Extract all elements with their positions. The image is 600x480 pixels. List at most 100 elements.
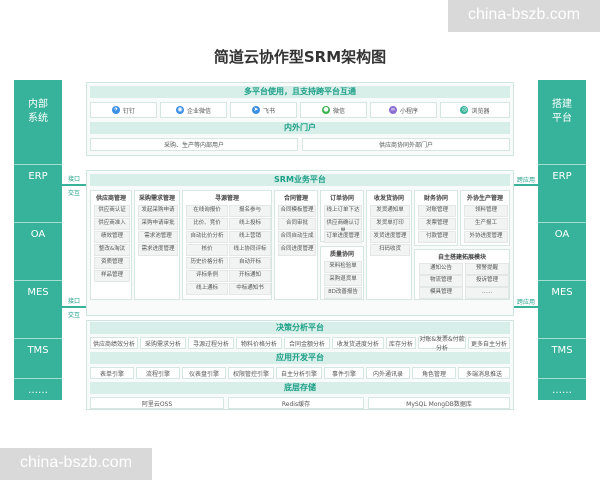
module-purchase-demand: 采购需求管理 发起采购申请 采购申请审批 需求池管理 需求进度管理 bbox=[134, 190, 180, 300]
platform-miniprogram: ∞ 小程序 bbox=[370, 102, 437, 118]
platform-dingtalk: ✈ 钉钉 bbox=[90, 102, 157, 118]
module-item: 合同模板管理 bbox=[278, 205, 316, 217]
platform-browser: ◎ 浏览器 bbox=[440, 102, 510, 118]
dev-item: 内外通讯录 bbox=[366, 367, 410, 379]
module-item: 线上通标 bbox=[186, 283, 228, 295]
module-title: 供应商管理 bbox=[95, 195, 126, 202]
multi-platform-band: 多平台使用，且支持跨平台互通 bbox=[90, 86, 510, 98]
module-item: 需求池管理 bbox=[138, 231, 178, 243]
left-bottom-arrow-label-2: 交互 bbox=[67, 312, 80, 319]
module-item: 通知公告 bbox=[419, 263, 463, 275]
module-item: …… bbox=[465, 287, 509, 299]
module-title: 外协生产管理 bbox=[466, 195, 503, 202]
module-item: 预警提醒 bbox=[465, 263, 509, 275]
wecom-icon: ◉ bbox=[175, 106, 184, 114]
left-panel-head-2: 系统 bbox=[28, 113, 48, 124]
module-item: 生产报工 bbox=[464, 218, 508, 230]
module-title: 质量协同 bbox=[329, 251, 354, 258]
dev-item: 仪表盘引擎 bbox=[182, 367, 226, 379]
browser-icon: ◎ bbox=[460, 106, 469, 114]
right-item-erp: ERP bbox=[538, 164, 586, 182]
right-bottom-arrow-label: 跨应用 bbox=[516, 299, 535, 306]
module-item: 线上协同评标 bbox=[229, 244, 271, 256]
platform-label: 小程序 bbox=[399, 107, 418, 115]
dev-item: 角色管理 bbox=[412, 367, 456, 379]
left-top-arrow-label-2: 交互 bbox=[67, 190, 80, 197]
module-item: 供应商认证 bbox=[94, 205, 130, 217]
module-item: 对账管理 bbox=[418, 205, 456, 217]
platform-label: 飞书 bbox=[262, 107, 275, 115]
module-item: 来料检验单 bbox=[324, 261, 362, 273]
portal-external: 供应商协同外部门户 bbox=[302, 138, 510, 151]
module-title: 收发货协同 bbox=[373, 195, 404, 202]
module-item: 供应商准入 bbox=[94, 218, 130, 230]
dev-item: 权限管控引擎 bbox=[228, 367, 274, 379]
platform-label: 微信 bbox=[332, 107, 345, 115]
analysis-item: 寻源过程分析 bbox=[188, 337, 234, 349]
left-top-arrow-label-1: 接口 bbox=[67, 176, 80, 183]
watermark-top: china-bszb.com bbox=[448, 0, 600, 32]
right-panel-head-1: 搭建 bbox=[552, 99, 572, 110]
analysis-item: 采购需求分析 bbox=[140, 337, 186, 349]
module-item: 8D改善报告 bbox=[324, 287, 362, 299]
module-order: 订单协同 线上订单下达 供应商确认订单 订单进度管理 bbox=[320, 190, 364, 243]
storage-band: 底层存储 bbox=[90, 382, 510, 394]
module-item: 线上投标 bbox=[229, 218, 271, 230]
left-item-mes: MES bbox=[14, 280, 62, 298]
module-supplier-management: 供应商管理 供应商认证 供应商准入 绩效管理 整改&淘汰 资质管理 样品管理 bbox=[90, 190, 132, 300]
dev-item: 事件引擎 bbox=[324, 367, 364, 379]
analysis-item: 更多自主分析 bbox=[468, 337, 510, 349]
right-top-arrow-label: 跨应用 bbox=[516, 177, 535, 184]
analysis-item: 物料价格分析 bbox=[236, 337, 282, 349]
module-item: 扫码收货 bbox=[370, 244, 410, 256]
srm-business-band: SRM业务平台 bbox=[90, 174, 510, 186]
platform-label: 浏览器 bbox=[471, 107, 490, 115]
module-item: 线上订单下达 bbox=[324, 205, 362, 217]
right-item-more: …… bbox=[538, 378, 586, 396]
platform-label: 企业微信 bbox=[186, 107, 211, 115]
module-item: 报名参与 bbox=[229, 205, 271, 217]
module-item: 合同自动生成 bbox=[278, 231, 316, 243]
module-title: 订单协同 bbox=[329, 195, 354, 202]
dev-item: 自主分析引擎 bbox=[276, 367, 322, 379]
module-item: 物流管理 bbox=[419, 275, 463, 287]
analysis-frame bbox=[86, 320, 514, 410]
module-item: 发起采购申请 bbox=[138, 205, 178, 217]
analysis-item: 库存分析 bbox=[386, 337, 416, 349]
right-item-tms: TMS bbox=[538, 338, 586, 356]
platform-wecom: ◉ 企业微信 bbox=[160, 102, 227, 118]
left-item-tms: TMS bbox=[14, 338, 62, 356]
module-item: 资质管理 bbox=[94, 257, 130, 269]
storage-item: 阿里云OSS bbox=[90, 397, 224, 409]
module-extension: 自主搭建拓展模块 通知公告 预警提醒 物流管理 投诉管理 模具管理 …… bbox=[414, 249, 510, 300]
module-item: 历史价格分析 bbox=[186, 257, 228, 269]
right-item-mes: MES bbox=[538, 280, 586, 298]
platform-wechat: ● 微信 bbox=[300, 102, 367, 118]
module-title: 采购需求管理 bbox=[138, 195, 175, 202]
left-internal-systems-panel: 内部 系统 ERP OA MES TMS …… bbox=[14, 80, 62, 400]
left-bottom-arrow bbox=[62, 306, 86, 308]
storage-item: Redis缓存 bbox=[228, 397, 364, 409]
diagram-title: 简道云协作型SRM架构图 bbox=[213, 48, 387, 66]
right-item-oa: OA bbox=[538, 222, 586, 240]
left-bottom-arrow-label-1: 接口 bbox=[67, 298, 80, 305]
module-item: 外协进度管理 bbox=[464, 231, 508, 243]
module-item: 领料管理 bbox=[464, 205, 508, 217]
module-title: 合同管理 bbox=[283, 195, 308, 202]
module-title: 寻源管理 bbox=[214, 195, 239, 202]
dingtalk-icon: ✈ bbox=[111, 106, 120, 114]
module-item: 评标条例 bbox=[186, 270, 228, 282]
module-item: 合同进度管理 bbox=[278, 244, 316, 256]
analysis-item: 合同金额分析 bbox=[284, 337, 330, 349]
module-title: 财务协同 bbox=[423, 195, 448, 202]
module-item: 模具管理 bbox=[419, 287, 463, 299]
watermark-bottom: china-bszb.com bbox=[0, 448, 152, 480]
portal-internal: 采购、生产等内部用户 bbox=[90, 138, 298, 151]
left-item-erp: ERP bbox=[14, 164, 62, 182]
module-title: 自主搭建拓展模块 bbox=[437, 254, 486, 261]
analysis-band: 决策分析平台 bbox=[90, 322, 510, 334]
module-shipping: 收发货协同 发货通知单 发货单打印 发货进度管理 扫码收货 bbox=[366, 190, 412, 300]
dev-item: 表单引擎 bbox=[90, 367, 134, 379]
module-item: 供应商确认订单 bbox=[324, 218, 362, 234]
module-item: 付款管理 bbox=[418, 231, 456, 243]
